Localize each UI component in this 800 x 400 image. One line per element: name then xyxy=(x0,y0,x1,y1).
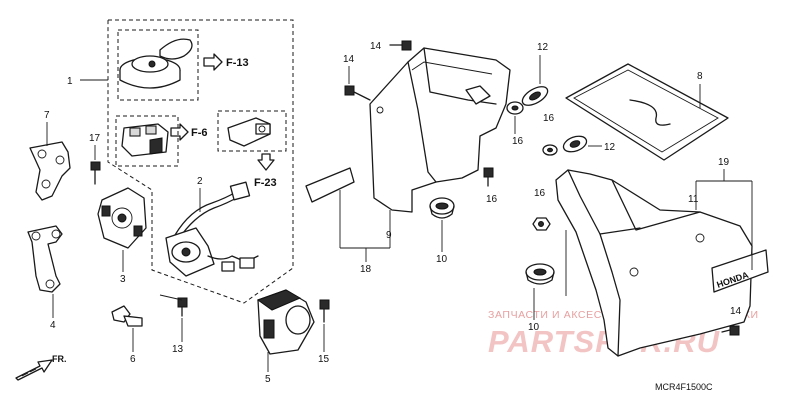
seat-lock-switch xyxy=(227,117,271,147)
callout-19: 19 xyxy=(718,157,730,168)
assembly-outline xyxy=(107,19,294,304)
arrow-f23 xyxy=(257,153,275,171)
bolt-17 xyxy=(90,161,101,185)
callout-12-lower: 12 xyxy=(604,142,616,153)
actuator xyxy=(256,289,315,355)
rubber-mat xyxy=(565,63,729,161)
callout-13: 13 xyxy=(172,344,184,355)
ref-f23: F-23 xyxy=(254,177,277,189)
label-sheet xyxy=(305,167,355,203)
arrow-f6 xyxy=(170,123,189,141)
callout-14-left: 14 xyxy=(343,54,355,65)
bolt-13 xyxy=(177,297,188,317)
callout-9: 9 xyxy=(386,230,392,241)
front-direction-arrow: FR. xyxy=(15,354,67,381)
battery-cover xyxy=(555,169,753,357)
fuel-cap xyxy=(119,38,193,89)
ignition-switch xyxy=(165,181,259,277)
seat-storage-box xyxy=(369,47,511,213)
ref-f13: F-13 xyxy=(226,57,249,69)
callout-15: 15 xyxy=(318,354,330,365)
lever-bracket xyxy=(27,225,63,293)
bolt-15 xyxy=(319,299,330,323)
mounting-bracket xyxy=(29,141,71,201)
grommet-12-top xyxy=(521,86,549,106)
bolt-14-right xyxy=(721,325,740,336)
key-cylinder-cover xyxy=(121,123,169,157)
grommet-10-right xyxy=(525,263,555,285)
grommet-16-upper xyxy=(506,101,524,115)
callout-1: 1 xyxy=(67,76,73,87)
callout-2: 2 xyxy=(197,176,203,187)
key-cylinder-subgroup-outline xyxy=(115,115,179,167)
callout-12-top: 12 xyxy=(537,42,549,53)
callout-14-right: 14 xyxy=(730,306,742,317)
diagram-code: MCR4F1500C xyxy=(655,382,713,392)
callout-16-lower: 16 xyxy=(534,188,546,199)
callout-4: 4 xyxy=(50,320,56,331)
nut-16-right xyxy=(542,144,558,156)
switch-subgroup-outline xyxy=(217,110,287,152)
grommet-10-middle xyxy=(429,197,455,219)
callout-3: 3 xyxy=(120,274,126,285)
callout-14-top: 14 xyxy=(370,41,382,52)
callout-17: 17 xyxy=(89,133,101,144)
nut-16-lower xyxy=(532,217,551,231)
grommet-12-lower xyxy=(562,135,588,153)
svg-text:FR.: FR. xyxy=(52,354,67,364)
bolt-14-left xyxy=(344,85,371,101)
callout-8: 8 xyxy=(697,71,703,82)
ref-f6: F-6 xyxy=(191,127,208,139)
key-cylinder xyxy=(97,187,147,249)
callout-10-right: 10 xyxy=(528,322,540,333)
callout-6: 6 xyxy=(130,354,136,365)
callout-16-right: 16 xyxy=(543,113,555,124)
key xyxy=(111,305,143,327)
bolt-14-top xyxy=(389,40,412,51)
callout-16-box: 16 xyxy=(486,194,498,205)
cap-subgroup-outline xyxy=(117,29,199,101)
callout-7: 7 xyxy=(44,110,50,121)
callout-10-middle: 10 xyxy=(436,254,448,265)
callout-5: 5 xyxy=(265,374,271,385)
callout-16-upper: 16 xyxy=(512,136,524,147)
callout-18: 18 xyxy=(360,264,372,275)
arrow-f13 xyxy=(203,53,223,71)
callout-11: 11 xyxy=(688,194,699,205)
nut-16-box xyxy=(483,167,494,187)
